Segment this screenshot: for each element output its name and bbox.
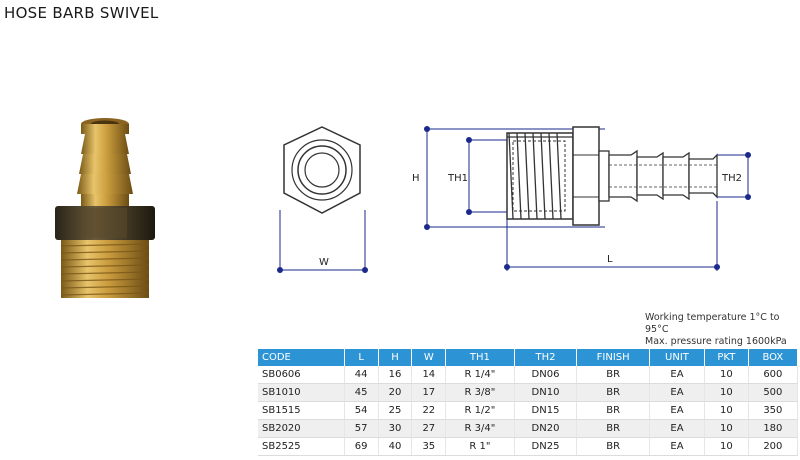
spec-notes: Working temperature 1°C to 95°C Max. pre… xyxy=(645,312,800,348)
cell-h: 25 xyxy=(378,401,413,420)
cell-box: 350 xyxy=(748,401,799,420)
technical-drawing: W H TH1 xyxy=(277,126,751,273)
cell-th1: R 1" xyxy=(445,437,515,456)
hex-end-view xyxy=(283,126,361,214)
cell-unit: EA xyxy=(649,437,706,456)
dim-label-th2: TH2 xyxy=(721,173,742,184)
side-view xyxy=(506,126,718,226)
spec-table: CODE L H W TH1 TH2 FINISH UNIT PKT BOX S… xyxy=(258,349,799,456)
cell-l: 45 xyxy=(344,383,379,402)
cell-w: 22 xyxy=(411,401,447,420)
col-header-w: W xyxy=(411,349,447,366)
cell-code: SB1515 xyxy=(258,401,345,420)
cell-th1: R 1/4" xyxy=(445,366,515,384)
cell-w: 27 xyxy=(411,419,447,438)
col-header-box: BOX xyxy=(748,349,799,366)
cell-pkt: 10 xyxy=(704,401,749,420)
dim-label-th1: TH1 xyxy=(447,173,468,184)
working-temperature-note: Working temperature 1°C to 95°C xyxy=(645,312,780,335)
cell-code: SB1010 xyxy=(258,383,345,402)
cell-th1: R 1/2" xyxy=(445,401,515,420)
cell-th2: DN06 xyxy=(514,366,578,384)
cell-h: 30 xyxy=(378,419,413,438)
dim-label-h: H xyxy=(412,173,420,184)
col-header-unit: UNIT xyxy=(649,349,706,366)
cell-w: 14 xyxy=(411,366,447,384)
cell-th2: DN25 xyxy=(514,437,578,456)
col-header-pkt: PKT xyxy=(704,349,749,366)
cell-box: 500 xyxy=(748,383,799,402)
cell-th2: DN10 xyxy=(514,383,578,402)
cell-code: SB2020 xyxy=(258,419,345,438)
col-header-th1: TH1 xyxy=(445,349,515,366)
cell-pkt: 10 xyxy=(704,437,749,456)
col-header-l: L xyxy=(344,349,379,366)
table-row: SB1515 54 25 22 R 1/2" DN15 BR EA 10 350 xyxy=(258,401,799,420)
cell-h: 16 xyxy=(378,366,413,384)
cell-w: 35 xyxy=(411,437,447,456)
cell-box: 200 xyxy=(748,437,799,456)
cell-unit: EA xyxy=(649,401,706,420)
cell-finish: BR xyxy=(576,401,650,420)
cell-unit: EA xyxy=(649,383,706,402)
cell-box: 600 xyxy=(748,366,799,384)
cell-th2: DN20 xyxy=(514,419,578,438)
product-photo xyxy=(55,118,155,298)
col-header-code: CODE xyxy=(258,349,345,366)
col-header-th2: TH2 xyxy=(514,349,578,366)
dim-label-l: L xyxy=(607,254,613,265)
cell-finish: BR xyxy=(576,383,650,402)
col-header-finish: FINISH xyxy=(576,349,650,366)
cell-finish: BR xyxy=(576,437,650,456)
dim-label-w: W xyxy=(319,257,329,268)
cell-pkt: 10 xyxy=(704,419,749,438)
table-row: SB2020 57 30 27 R 3/4" DN20 BR EA 10 180 xyxy=(258,419,799,438)
cell-pkt: 10 xyxy=(704,383,749,402)
page-title: HOSE BARB SWIVEL xyxy=(4,4,159,22)
w-dimension xyxy=(279,210,366,273)
cell-l: 44 xyxy=(344,366,379,384)
cell-finish: BR xyxy=(576,366,650,384)
table-row: SB1010 45 20 17 R 3/8" DN10 BR EA 10 500 xyxy=(258,383,799,402)
cell-finish: BR xyxy=(576,419,650,438)
table-row: SB0606 44 16 14 R 1/4" DN06 BR EA 10 600 xyxy=(258,366,799,384)
max-pressure-note: Max. pressure rating 1600kPa xyxy=(645,336,787,347)
table-header-row: CODE L H W TH1 TH2 FINISH UNIT PKT BOX xyxy=(258,349,799,366)
cell-h: 40 xyxy=(378,437,413,456)
cell-th1: R 3/4" xyxy=(445,419,515,438)
cell-th2: DN15 xyxy=(514,401,578,420)
cell-w: 17 xyxy=(411,383,447,402)
cell-h: 20 xyxy=(378,383,413,402)
cell-box: 180 xyxy=(748,419,799,438)
th1-dimension xyxy=(467,139,510,213)
cell-code: SB0606 xyxy=(258,366,345,384)
cell-unit: EA xyxy=(649,419,706,438)
col-header-h: H xyxy=(378,349,413,366)
cell-pkt: 10 xyxy=(704,366,749,384)
cell-unit: EA xyxy=(649,366,706,384)
cell-l: 69 xyxy=(344,437,379,456)
cell-l: 57 xyxy=(344,419,379,438)
table-row: SB2525 69 40 35 R 1" DN25 BR EA 10 200 xyxy=(258,437,799,456)
cell-th1: R 3/8" xyxy=(445,383,515,402)
cell-l: 54 xyxy=(344,401,379,420)
cell-code: SB2525 xyxy=(258,437,345,456)
l-dimension xyxy=(506,201,718,271)
